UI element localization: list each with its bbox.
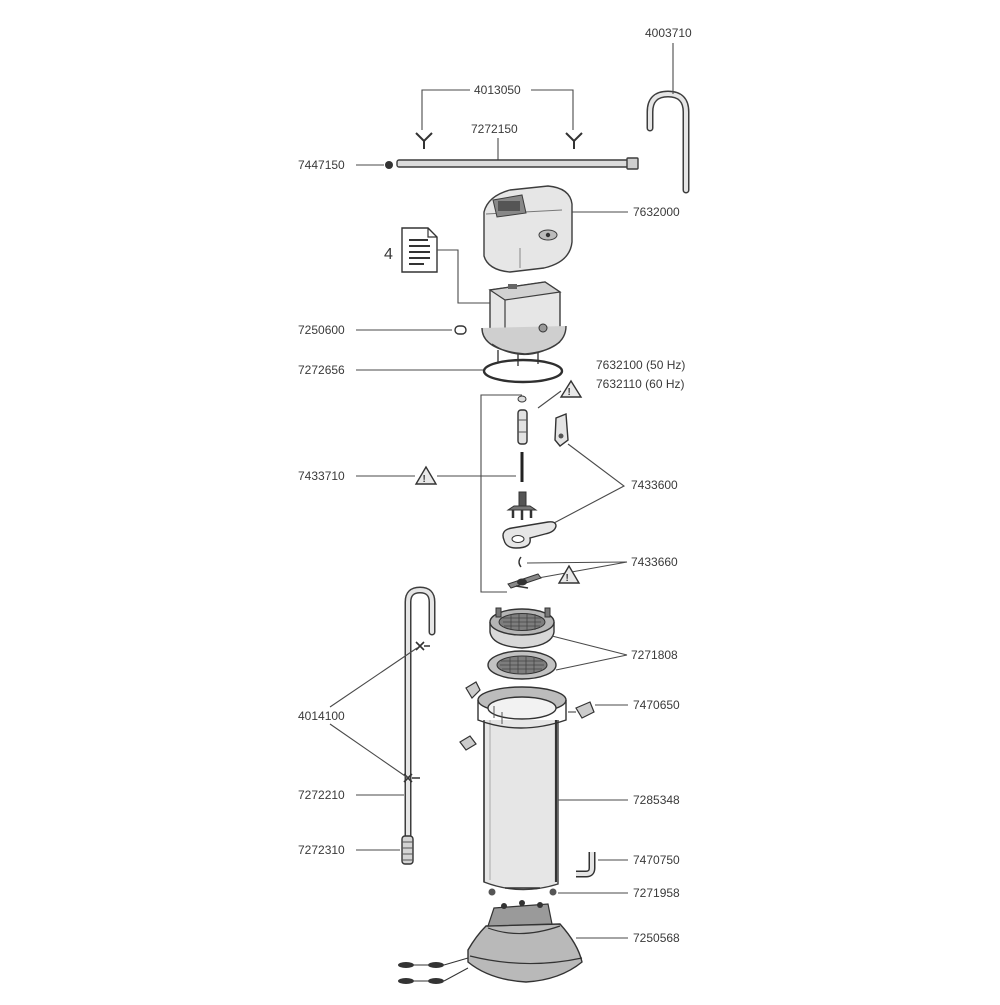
label-7272150: 7272150 xyxy=(471,122,518,136)
warning-triangle-icon: ! xyxy=(559,379,583,398)
label-7271958: 7271958 xyxy=(633,886,680,900)
intake-strainer-7272310 xyxy=(401,835,414,865)
warning-triangle-icon: ! xyxy=(414,465,438,485)
leader-7433660 xyxy=(526,561,628,581)
leader-4013050 xyxy=(421,89,574,130)
canister-feet-7271958 xyxy=(488,887,557,896)
locking-clip-right xyxy=(568,701,595,719)
filter-grid-upper xyxy=(489,607,555,649)
label-7250568: 7250568 xyxy=(633,931,680,945)
label-7632000: 7632000 xyxy=(633,205,680,219)
label-7433600: 7433600 xyxy=(631,478,678,492)
elbow-connector-7470750 xyxy=(576,852,596,878)
locking-clip-bottom-left xyxy=(459,735,477,751)
intake-tube-7272210 xyxy=(404,586,436,842)
label-7632100: 7632100 (50 Hz) xyxy=(596,358,685,372)
leader-document xyxy=(437,249,500,304)
locking-clip-top-left xyxy=(465,681,481,699)
leader-4014100 xyxy=(329,647,418,779)
label-4003710: 4003710 xyxy=(645,26,692,40)
label-7271808: 7271808 xyxy=(631,648,678,662)
pump-head-cover-7632000 xyxy=(483,185,573,273)
label-7632110: 7632110 (60 Hz) xyxy=(596,377,685,391)
leader-7433600 xyxy=(553,443,626,524)
label-7250600: 7250600 xyxy=(298,323,345,337)
suction-cup-clip-left xyxy=(415,132,433,149)
label-7272310: 7272310 xyxy=(298,843,345,857)
sealing-ring-7272656 xyxy=(482,358,564,384)
impeller xyxy=(506,491,538,520)
suction-clip-upper xyxy=(415,641,430,651)
label-7433660: 7433660 xyxy=(631,555,678,569)
end-cap-7447150 xyxy=(385,161,393,169)
suction-cup-clip-right xyxy=(565,132,583,149)
label-7285348: 7285348 xyxy=(633,793,680,807)
label-7433710: 7433710 xyxy=(298,469,345,483)
impeller-cover-plate-7433600 xyxy=(502,521,557,549)
leader-7271808 xyxy=(551,635,628,671)
base-stand-7250568 xyxy=(467,900,583,983)
warning-triangle-icon: ! xyxy=(557,564,581,584)
label-7470750: 7470750 xyxy=(633,853,680,867)
label-7272210: 7272210 xyxy=(298,788,345,802)
label-7470650: 7470650 xyxy=(633,698,680,712)
motor-housing xyxy=(481,281,567,366)
spray-bar-7272150 xyxy=(396,157,639,170)
canister-7285348 xyxy=(477,686,567,891)
label-7447150: 7447150 xyxy=(298,158,345,172)
rubber-buffer-7433660 xyxy=(507,556,542,589)
suction-feet xyxy=(398,957,469,984)
bracket-pump-parts xyxy=(480,394,522,593)
svg-text:!: ! xyxy=(568,387,571,398)
label-4014100: 4014100 xyxy=(298,709,345,723)
doc-number: 4 xyxy=(384,246,393,263)
leader-7632100 xyxy=(537,390,562,409)
label-4013050: 4013050 xyxy=(474,83,521,97)
filter-grid-lower xyxy=(487,650,557,680)
svg-text:!: ! xyxy=(423,474,426,485)
svg-text:!: ! xyxy=(566,573,569,584)
small-o-ring-7250600 xyxy=(454,325,467,335)
rotor-7632100 xyxy=(517,395,528,445)
bearing-bracket xyxy=(554,412,569,447)
label-7272656: 7272656 xyxy=(298,363,345,377)
outlet-pipe-4003710 xyxy=(646,90,690,194)
document-icon xyxy=(401,227,438,273)
